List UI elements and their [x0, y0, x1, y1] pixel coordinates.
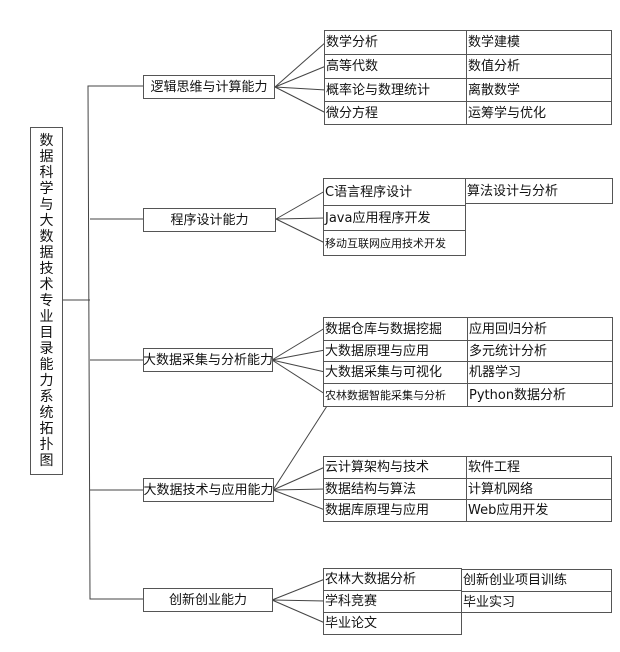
- related-course: 软件工程: [466, 456, 612, 479]
- related-course: Web应用开发: [466, 499, 612, 522]
- course-label: 创新创业项目训练: [463, 573, 568, 588]
- related-course: 数值分析: [466, 54, 612, 79]
- course-label: 微分方程: [326, 105, 379, 121]
- course-label: 学科竞赛: [325, 594, 378, 609]
- related-course: 创新创业项目训练: [461, 569, 612, 592]
- edge-1-3: [274, 86, 327, 91]
- core-course: 数据仓库与数据挖掘: [323, 317, 468, 341]
- edge-5-1: [271, 578, 326, 601]
- category-bigdata-technology: 大数据技术与应用能力: [143, 478, 274, 502]
- edge-4-1: [272, 466, 326, 491]
- root-label: 数据科学与大数据技术专业目录能力系统拓扑图: [39, 133, 54, 469]
- related-course: 离散数学: [466, 78, 612, 102]
- course-label: 软件工程: [468, 460, 521, 475]
- edge-2-2: [275, 217, 326, 220]
- edge-1-4: [274, 86, 327, 114]
- related-course: 机器学习: [467, 361, 613, 384]
- course-label: 数学分析: [326, 35, 379, 50]
- category-label: 大数据采集与分析能力: [143, 352, 273, 368]
- core-course: 数学分析: [324, 30, 467, 55]
- edge-5-3: [271, 599, 326, 624]
- core-course: 数据结构与算法: [323, 478, 467, 500]
- core-course: 大数据采集与可视化: [323, 361, 468, 384]
- course-label: C语言程序设计: [325, 184, 413, 200]
- course-label: 概率论与数理统计: [326, 82, 431, 98]
- edge-2-1: [275, 190, 326, 220]
- course-label: 农林大数据分析: [325, 572, 417, 587]
- edge-3-3: [271, 359, 326, 373]
- edge-2-3: [275, 218, 326, 244]
- category-label: 逻辑思维与计算能力: [150, 79, 268, 95]
- category-logic-computation: 逻辑思维与计算能力: [143, 75, 275, 99]
- related-course: 多元统计分析: [467, 340, 613, 362]
- core-course: 高等代数: [324, 54, 467, 79]
- course-label: 机器学习: [469, 365, 522, 380]
- edge-3-4: [271, 359, 326, 395]
- course-label: 计算机网络: [468, 481, 534, 497]
- core-course: 概率论与数理统计: [324, 78, 467, 102]
- edge-1-2: [274, 65, 327, 88]
- course-label: 数据仓库与数据挖掘: [325, 321, 443, 337]
- edge-5-2: [271, 599, 326, 602]
- course-label: Python数据分析: [469, 387, 567, 403]
- course-label: 高等代数: [326, 59, 379, 74]
- course-label: 大数据采集与可视化: [325, 365, 443, 380]
- course-label: 移动互联网应用技术开发: [325, 236, 446, 250]
- edge-3-2: [271, 349, 326, 361]
- core-course: 数据库原理与应用: [323, 499, 467, 522]
- course-label: 数据结构与算法: [325, 481, 417, 497]
- course-label: 算法设计与分析: [467, 183, 559, 199]
- core-course: 农林大数据分析: [323, 568, 462, 591]
- core-course: C语言程序设计: [323, 178, 466, 206]
- category-bigdata-analysis: 大数据采集与分析能力: [143, 348, 273, 372]
- edge-1-1: [274, 41, 327, 88]
- course-label: 毕业论文: [325, 616, 378, 631]
- course-label: 数据库原理与应用: [325, 503, 430, 518]
- course-label: 毕业实习: [463, 594, 516, 610]
- core-course: 微分方程: [324, 101, 467, 125]
- related-course: 计算机网络: [466, 478, 612, 500]
- related-course: 应用回归分析: [467, 317, 613, 341]
- category-label: 创新创业能力: [168, 592, 247, 608]
- course-label: 大数据原理与应用: [325, 343, 430, 359]
- course-label: 云计算架构与技术: [325, 460, 430, 475]
- core-course: 毕业论文: [323, 612, 462, 635]
- spine: [87, 85, 143, 600]
- course-label: 应用回归分析: [469, 321, 548, 337]
- course-label: Web应用开发: [468, 503, 549, 518]
- edge-4-0: [272, 405, 328, 491]
- category-label: 程序设计能力: [170, 212, 249, 228]
- edge-3-1: [271, 327, 326, 361]
- core-course: 学科竞赛: [323, 590, 462, 613]
- edge-4-3: [272, 489, 326, 511]
- related-course: Python数据分析: [467, 383, 613, 407]
- course-label: Java应用程序开发: [325, 210, 431, 226]
- core-course: 移动互联网应用技术开发: [323, 230, 466, 256]
- course-label: 多元统计分析: [469, 343, 548, 359]
- core-course: 云计算架构与技术: [323, 456, 467, 479]
- category-programming: 程序设计能力: [143, 208, 276, 232]
- course-label: 数值分析: [468, 59, 521, 74]
- course-label: 离散数学: [468, 82, 521, 98]
- category-innovation-entrepreneurship: 创新创业能力: [143, 588, 273, 612]
- course-label: 运筹学与优化: [468, 105, 547, 121]
- core-course: 农林数据智能采集与分析: [323, 383, 468, 407]
- related-course: 运筹学与优化: [466, 101, 612, 125]
- course-label: 数学建模: [468, 35, 521, 50]
- root-node: 数据科学与大数据技术专业目录能力系统拓扑图: [30, 127, 63, 475]
- related-course: 数学建模: [466, 30, 612, 55]
- related-course: 毕业实习: [461, 591, 612, 613]
- edge-4-2: [272, 488, 326, 491]
- category-label: 大数据技术与应用能力: [143, 482, 274, 498]
- course-label: 农林数据智能采集与分析: [325, 388, 446, 402]
- core-course: 大数据原理与应用: [323, 340, 468, 362]
- core-course: Java应用程序开发: [323, 205, 466, 231]
- related-course: 算法设计与分析: [465, 178, 613, 204]
